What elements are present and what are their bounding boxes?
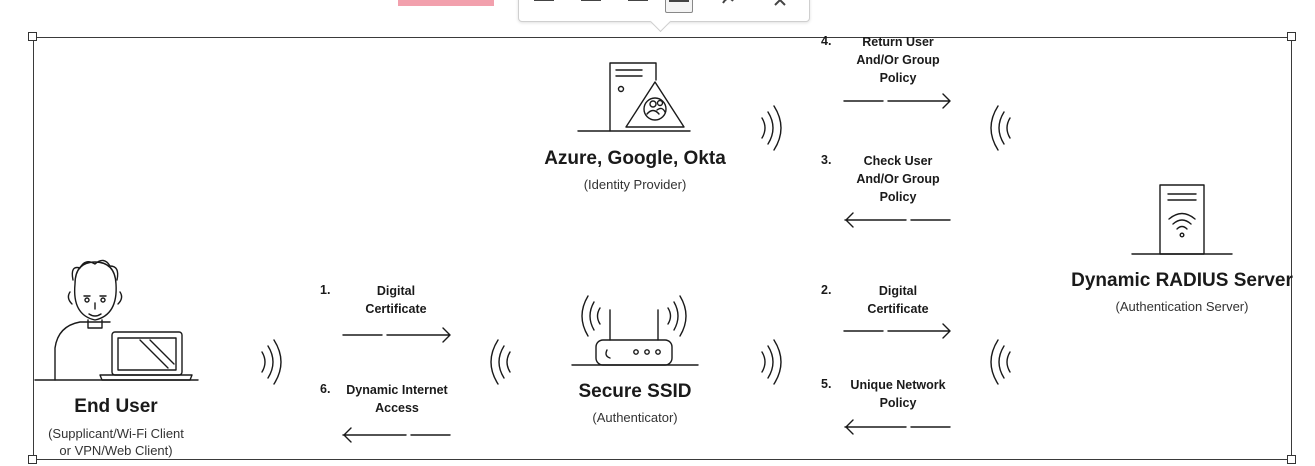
image-toolbar [518,0,810,33]
end-user-subtitle-1: (Supplicant/Wi-Fi Client [48,426,184,441]
step-5-label: Unique Network Policy [838,376,958,412]
step-2-number: 2. [821,283,832,297]
identity-provider-icon [577,62,691,132]
ssid-subtitle: (Authenticator) [592,410,678,425]
resize-handle-bottom-right[interactable] [1287,455,1296,464]
radius-title: Dynamic RADIUS Server [1071,270,1293,291]
ssid-title: Secure SSID [578,381,692,402]
end-user-subtitle-2: or VPN/Web Client) [59,443,173,458]
step-3-line-3: Policy [879,190,917,204]
radius-server-icon [1131,184,1233,255]
arrows [342,93,951,443]
redo-icon[interactable] [715,0,741,11]
step-4-label: Return User And/Or Group Policy [842,33,954,87]
step-6-line-2: Access [375,401,419,415]
image-frame[interactable] [33,37,1292,460]
align-center-icon[interactable] [578,0,604,11]
step-6-number: 6. [320,382,331,396]
step-4-number: 4. [821,34,832,48]
align-right-icon[interactable] [625,0,651,11]
idp-subtitle: (Identity Provider) [583,177,687,192]
close-icon[interactable] [767,0,793,11]
step-3-line-1: Check User [863,154,933,168]
end-user-icon [34,259,199,381]
resize-handle-bottom-left[interactable] [28,455,37,464]
step-1-line-2: Certificate [365,302,427,316]
step-6-line-1: Dynamic Internet [346,383,448,397]
step-4-line-1: Return User [862,35,934,49]
step-4-line-2: And/Or Group [856,53,940,67]
resize-handle-top-left[interactable] [28,32,37,41]
step-5-number: 5. [821,377,832,391]
signal-waves [261,105,1011,385]
step-3-line-2: And/Or Group [856,172,940,186]
step-4-line-3: Policy [879,71,917,85]
step-6-label: Dynamic Internet Access [338,381,456,417]
step-5-line-1: Unique Network [850,378,946,392]
step-2-label: Digital Certificate [842,282,954,318]
selection-marker [398,0,494,6]
step-2-line-2: Certificate [867,302,929,316]
radius-subtitle: (Authentication Server) [1115,299,1249,314]
router-icon [571,295,699,366]
step-1-line-1: Digital [376,284,416,298]
step-1-number: 1. [320,283,331,297]
step-1-label: Digital Certificate [340,282,452,318]
step-2-line-1: Digital [878,284,918,298]
resize-handle-top-right[interactable] [1287,32,1296,41]
align-justify-icon[interactable] [665,0,693,13]
step-3-number: 3. [821,153,832,167]
idp-title: Azure, Google, Okta [544,148,726,169]
align-left-icon[interactable] [531,0,557,11]
end-user-title: End User [74,396,158,417]
step-3-label: Check User And/Or Group Policy [842,152,954,206]
step-5-line-2: Policy [879,396,917,410]
